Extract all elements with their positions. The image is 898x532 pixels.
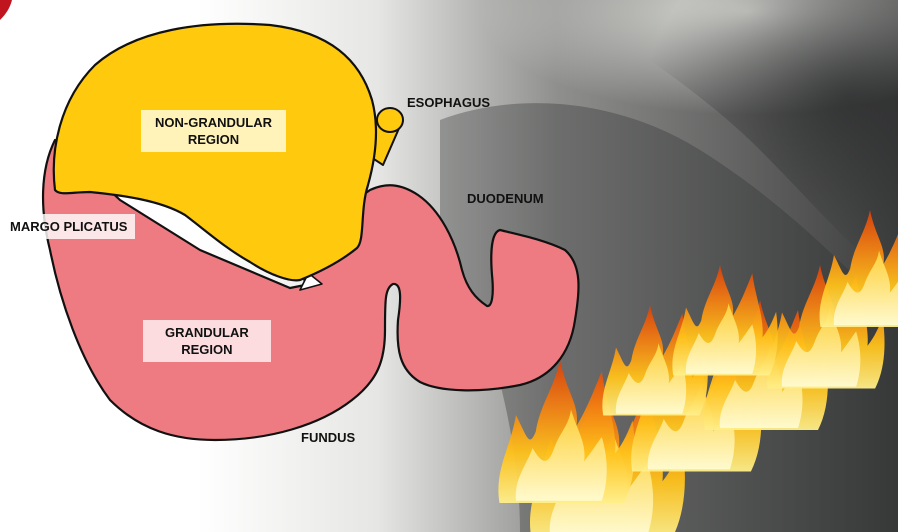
label-non-glandular-region: NON-GRANDULAR REGION: [141, 110, 286, 152]
label-non-glandular-line2: REGION: [155, 131, 272, 148]
label-glandular-region: GRANDULAR REGION: [143, 320, 271, 362]
label-margo-plicatus: MARGO PLICATUS: [2, 214, 135, 239]
label-non-glandular-line1: NON-GRANDULAR: [155, 114, 272, 131]
esophagus-opening: [377, 108, 403, 132]
label-esophagus: ESOPHAGUS: [407, 94, 490, 111]
label-duodenum: DUODENUM: [467, 190, 544, 207]
label-glandular-line1: GRANDULAR: [165, 324, 249, 341]
label-fundus: FUNDUS: [301, 429, 355, 446]
label-glandular-line2: REGION: [165, 341, 249, 358]
